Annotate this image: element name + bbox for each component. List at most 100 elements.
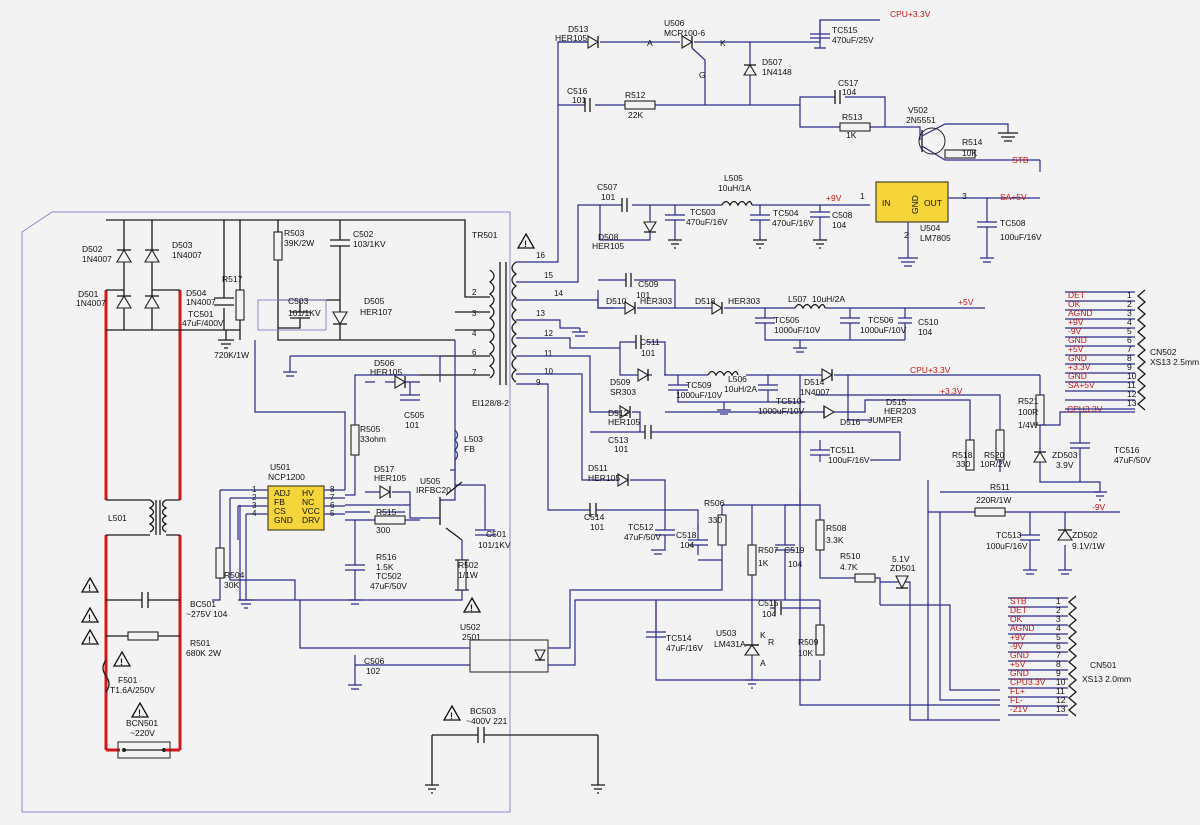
cn502-label: CN502 <box>1150 347 1177 357</box>
r506-value: 330 <box>708 515 722 525</box>
c515-label: C515 <box>758 598 779 608</box>
plus5v-label: +5V <box>958 297 974 307</box>
cn502-connector <box>1065 289 1146 411</box>
c514-value: 101 <box>590 522 604 532</box>
lm7805-out: OUT <box>924 198 942 208</box>
warning-icon: ! <box>80 606 100 623</box>
tr-pin-2: 2 <box>472 288 477 297</box>
c501-label: C501 <box>486 529 507 539</box>
cn501-pin-number: 13 <box>1056 704 1066 714</box>
u506-label: U506 <box>664 18 685 28</box>
r516-value: 1.5K <box>376 562 394 572</box>
u504-label: U504 <box>920 223 941 233</box>
u501-pin6: 6 <box>330 501 335 510</box>
u501-pin5: 5 <box>330 509 335 518</box>
mains-path <box>104 290 182 752</box>
cn501-pin-name: GND <box>1010 668 1029 678</box>
cn502-pin-name: DET <box>1068 290 1085 300</box>
sa5v-label: SA+5V <box>1000 192 1027 202</box>
c508-value: 104 <box>832 220 846 230</box>
minus9v-circuit <box>928 507 1120 575</box>
zd501-label: ZD501 <box>890 563 916 573</box>
u506-g: G <box>699 70 706 80</box>
d517-label: D517 <box>374 464 395 474</box>
tc514-value: 47uF/16V <box>666 643 703 653</box>
l501-label: L501 <box>108 513 127 523</box>
lm7805-pin3: 3 <box>962 191 967 201</box>
c509-label: C509 <box>638 279 659 289</box>
c519-label: C519 <box>784 545 805 555</box>
d515-value: HER203 <box>884 406 916 416</box>
tc514-label: TC514 <box>666 633 692 643</box>
bc501-label: BC501 <box>190 599 216 609</box>
l506-label: L506 <box>728 374 747 384</box>
r507-label: R507 <box>758 545 779 555</box>
tc506-label: TC506 <box>868 315 894 325</box>
d506-label: D506 <box>374 358 395 368</box>
r514-label: R514 <box>962 137 983 147</box>
d501-label: D501 <box>78 289 99 299</box>
cn501-pin-number: 12 <box>1056 695 1066 705</box>
d513-label: D513 <box>568 24 589 34</box>
minus9v-label: -9V <box>1092 502 1106 512</box>
warning-icon: ! <box>112 650 132 667</box>
u501-gnd: GND <box>274 515 293 525</box>
r503-value: 39K/2W <box>284 238 314 248</box>
cn502-pin-name: AGND <box>1068 308 1093 318</box>
cn501-pin-number: 3 <box>1056 614 1061 624</box>
u503-k: K <box>760 630 766 640</box>
cn502-pin-number: 3 <box>1127 308 1132 318</box>
cn501-pin-name: -9V <box>1010 641 1024 651</box>
tc504-label: TC504 <box>773 208 799 218</box>
r509-value: 10K <box>798 648 813 658</box>
c517-value: 104 <box>842 87 856 97</box>
tc516-label: TC516 <box>1114 445 1140 455</box>
r518-value: 330 <box>956 459 970 469</box>
c508-label: C508 <box>832 210 853 220</box>
cn501-pin-name: GND <box>1010 650 1029 660</box>
u505-label: U505 <box>420 476 441 486</box>
tc509-label: TC509 <box>686 380 712 390</box>
u501-drv: DRV <box>302 515 320 525</box>
l503-label: L503 <box>464 434 483 444</box>
bc503-label: BC503 <box>470 706 496 716</box>
warning-icon: ! <box>516 232 536 249</box>
u503-a: A <box>760 658 766 668</box>
cn502-pin-number: 13 <box>1127 398 1137 408</box>
r521-label: R521 <box>1018 396 1039 406</box>
d509-value: SR303 <box>610 387 636 397</box>
r521-power: 1/4W <box>1018 420 1038 430</box>
d505-value: HER107 <box>360 307 392 317</box>
v502-label: V502 <box>908 105 928 115</box>
tc501-r517 <box>214 220 245 349</box>
plus33v-circuit <box>590 335 1135 501</box>
lm7805-in: IN <box>882 198 891 208</box>
tc503-value: 470uF/16V <box>686 217 728 227</box>
r520-value: 10R/2W <box>980 459 1011 469</box>
warning-icons: ! ! ! ! ! ! ! ! <box>80 232 536 721</box>
cn501-pin-name: OK <box>1010 614 1023 624</box>
cn501-pin-name: +9V <box>1010 632 1026 642</box>
tc501-value: 47uF/400V <box>182 318 224 328</box>
cn501-pin-number: 7 <box>1056 650 1061 660</box>
r510-value: 4.7K <box>840 562 858 572</box>
tr-pin-14: 14 <box>554 289 563 298</box>
cn502-pin-number: 2 <box>1127 299 1132 309</box>
r516-label: R516 <box>376 552 397 562</box>
r511-label: R511 <box>990 482 1010 492</box>
cn501-label: CN501 <box>1090 660 1117 670</box>
zd503-value: 3.9V <box>1056 460 1074 470</box>
cn501-pin-number: 6 <box>1056 641 1061 651</box>
warning-icon: ! <box>442 704 462 721</box>
u501-fb: FB <box>274 497 285 507</box>
u506-k: K <box>720 38 726 48</box>
d514-value: 1N4007 <box>800 387 830 397</box>
d508-value: HER105 <box>592 241 624 251</box>
d503-label: D503 <box>172 240 193 250</box>
cn502-pin-number: 1 <box>1127 290 1132 300</box>
cn502-pin-number: 6 <box>1127 335 1132 345</box>
feedback-circuit <box>239 473 1000 721</box>
r520-label: R520 <box>984 450 1005 460</box>
warning-icon: ! <box>130 701 150 718</box>
